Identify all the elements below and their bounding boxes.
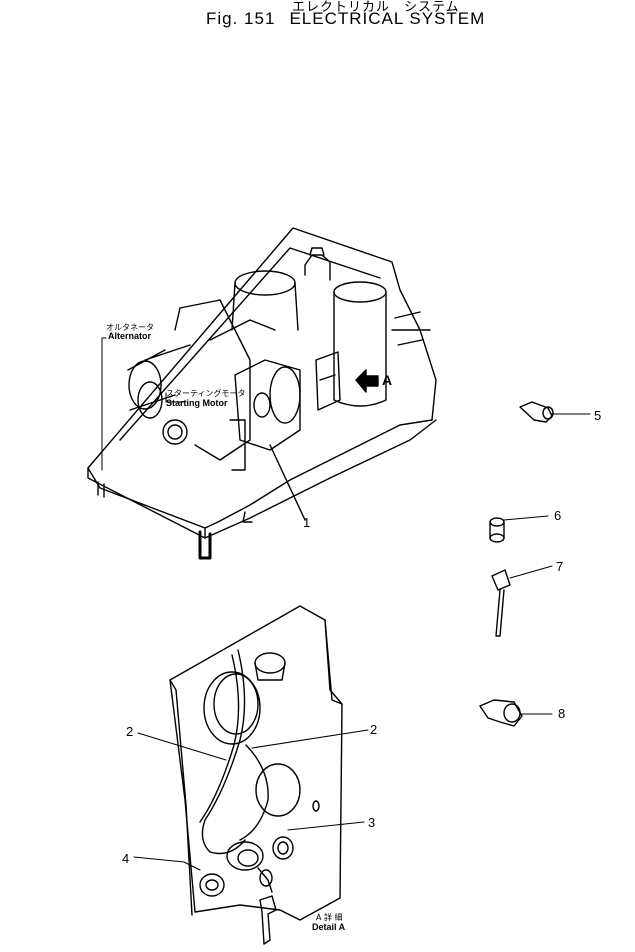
figure-title-text: ELECTRICAL SYSTEM xyxy=(289,9,486,28)
clamp-part-8 xyxy=(479,699,553,727)
callout-8: 8 xyxy=(558,706,566,721)
callout-7: 7 xyxy=(556,559,564,574)
starting-motor-label: Starting Motor xyxy=(166,398,228,408)
figure-number: Fig. 151 xyxy=(206,9,276,28)
callout-2-left: 2 xyxy=(126,724,134,739)
detail-a-panel xyxy=(169,605,343,945)
cable-tie-part-7 xyxy=(491,565,553,637)
callout-2-right: 2 xyxy=(370,722,378,737)
figure-title: Fig. 151 ELECTRICAL SYSTEM xyxy=(206,9,499,29)
callout-6: 6 xyxy=(554,508,562,523)
grommet-part-6 xyxy=(489,515,549,543)
alternator-label-jp: オルタネータ xyxy=(106,323,154,332)
callout-1: 1 xyxy=(303,515,311,530)
callout-3: 3 xyxy=(368,815,376,830)
view-arrow-label: A xyxy=(382,372,393,388)
starting-motor-label-jp: スターティングモータ xyxy=(166,389,246,398)
engine-assembly xyxy=(87,227,437,560)
callout-4: 4 xyxy=(122,851,130,866)
callout-5: 5 xyxy=(594,408,602,423)
clip-part-5 xyxy=(519,401,591,423)
detail-a-label-jp: A 詳 細 xyxy=(316,913,343,922)
alternator-label: Alternator xyxy=(108,331,152,341)
title-japanese: エレクトリカル システム xyxy=(292,0,460,15)
detail-a-label: Detail A xyxy=(312,922,346,932)
